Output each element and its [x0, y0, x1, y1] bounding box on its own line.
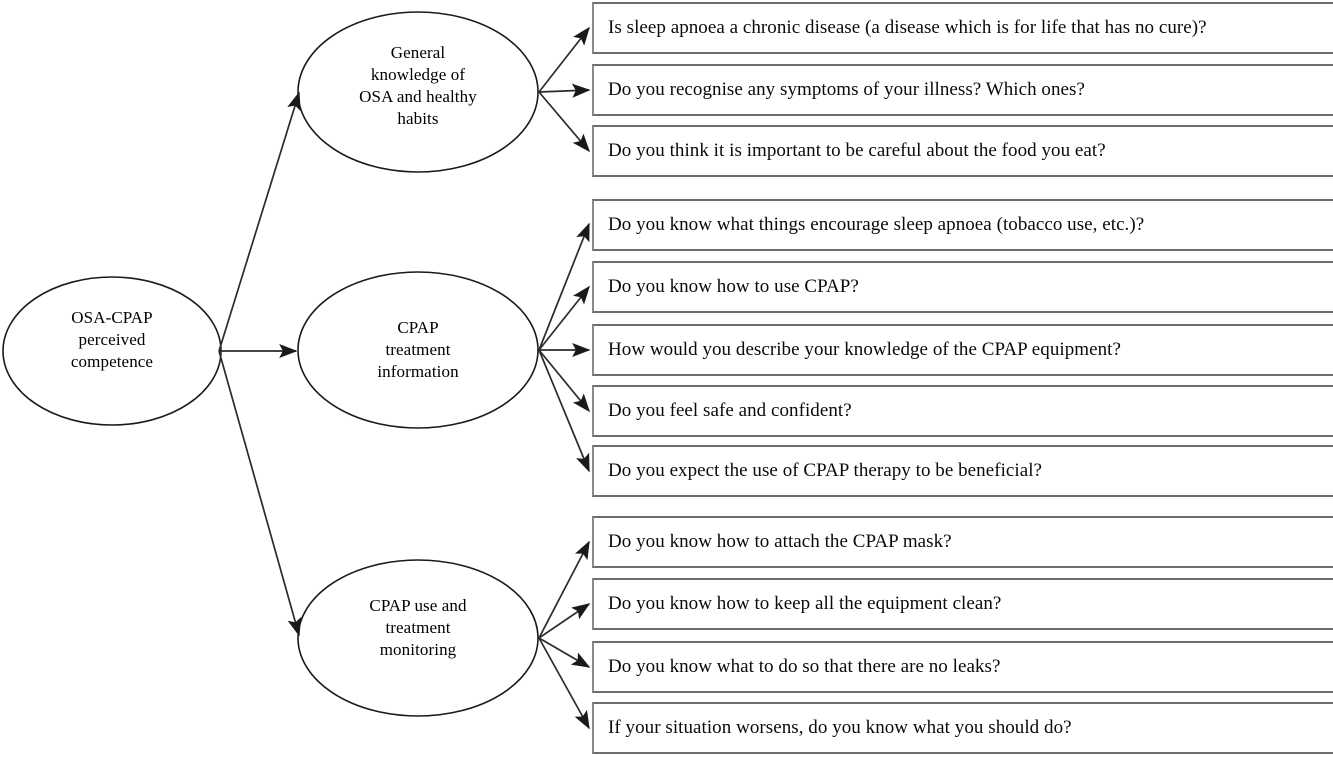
question-text: How would you describe your knowledge of… — [608, 339, 1121, 360]
connector-gk-q3 — [538, 91, 590, 153]
question-box[interactable]: Do you know what to do so that there are… — [592, 641, 1333, 693]
question-box[interactable]: Do you feel safe and confident? — [592, 385, 1333, 437]
node-root-ellipse — [2, 276, 222, 426]
question-text: Do you recognise any symptoms of your il… — [608, 79, 1085, 100]
connector-gk-q1 — [538, 26, 590, 93]
question-box[interactable]: Do you know how to keep all the equipmen… — [592, 578, 1333, 630]
question-box[interactable]: How would you describe your knowledge of… — [592, 324, 1333, 376]
connector-root-to-general-knowledge — [218, 91, 301, 352]
question-box[interactable]: Do you expect the use of CPAP therapy to… — [592, 445, 1333, 497]
node-use-and-monitoring-ellipse — [297, 559, 539, 717]
question-text: Do you think it is important to be caref… — [608, 140, 1106, 161]
connector-ti-q4 — [538, 349, 590, 413]
connector-ti-q1 — [538, 222, 590, 351]
connector-root-to-use-and-monitoring — [218, 350, 302, 637]
connector-um-q4 — [538, 637, 590, 730]
question-text: Do you know what things encourage sleep … — [608, 214, 1145, 235]
node-treatment-information-ellipse — [297, 271, 539, 429]
question-box[interactable]: Do you think it is important to be caref… — [592, 125, 1333, 177]
connector-ti-q5 — [538, 349, 590, 473]
connector-gk-q2 — [538, 83, 591, 98]
connector-um-q2 — [538, 603, 591, 639]
question-box[interactable]: Do you know how to use CPAP? — [592, 261, 1333, 313]
question-box[interactable]: Do you know what things encourage sleep … — [592, 199, 1333, 251]
question-text: If your situation worsens, do you know w… — [608, 717, 1072, 738]
question-text: Do you know what to do so that there are… — [608, 656, 1001, 677]
connector-ti-q2 — [538, 285, 590, 351]
question-box[interactable]: Is sleep apnoea a chronic disease (a dis… — [592, 2, 1333, 54]
question-text: Do you know how to attach the CPAP mask? — [608, 531, 952, 552]
question-text: Do you know how to use CPAP? — [608, 276, 859, 297]
question-box[interactable]: Do you recognise any symptoms of your il… — [592, 64, 1333, 116]
node-general-knowledge-ellipse — [297, 11, 539, 173]
question-box[interactable]: If your situation worsens, do you know w… — [592, 702, 1333, 754]
connector-um-q1 — [538, 540, 590, 639]
connector-um-q3 — [538, 637, 591, 668]
question-text: Do you expect the use of CPAP therapy to… — [608, 460, 1043, 481]
question-text: Do you know how to keep all the equipmen… — [608, 593, 1002, 614]
question-box[interactable]: Do you know how to attach the CPAP mask? — [592, 516, 1333, 568]
question-text: Is sleep apnoea a chronic disease (a dis… — [608, 17, 1207, 38]
question-text: Do you feel safe and confident? — [608, 400, 852, 421]
